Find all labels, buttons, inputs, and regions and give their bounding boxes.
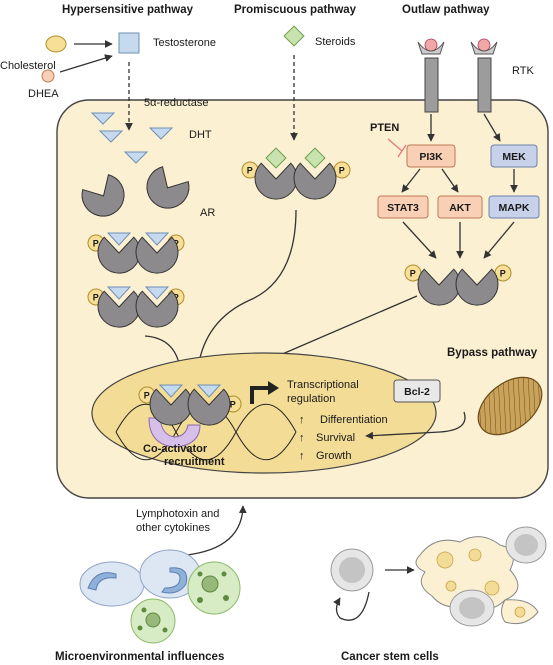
outcome-growth: Growth [316, 450, 351, 462]
transcription-label-1: Transcriptional [287, 379, 359, 391]
up-arrow-differentiation: ↑ [299, 414, 305, 426]
svg-text:PI3K: PI3K [419, 151, 443, 163]
header-hypersensitive: Hypersensitive pathway [62, 4, 194, 16]
rtk-label: RTK [512, 65, 534, 77]
immune-cell-1 [79, 561, 145, 607]
cholesterol-label: Cholesterol [0, 60, 56, 72]
cytokines-label-2: other cytokines [136, 522, 210, 534]
self-renewal-arrow [333, 591, 370, 621]
svg-text:P: P [339, 166, 345, 176]
svg-text:P: P [500, 269, 506, 279]
svg-text:STAT3: STAT3 [387, 202, 419, 214]
testosterone-molecule [118, 32, 140, 54]
immune-cell-3 [187, 561, 241, 615]
stat3-box: STAT3 [377, 195, 429, 219]
bcl2-box: Bcl-2 [393, 379, 441, 403]
dhea-label: DHEA [28, 88, 59, 100]
nucleus [91, 352, 437, 474]
svg-text:P: P [144, 391, 150, 401]
outcome-survival: Survival [316, 432, 355, 444]
mek-box: MEK [490, 144, 538, 168]
rtk-receptor-left [417, 38, 445, 113]
testosterone-label: Testosterone [153, 37, 216, 49]
arrow-bcl2-survival [365, 411, 466, 440]
mitochondrion [477, 376, 543, 436]
steroid-molecule [283, 25, 305, 47]
pi3k-box: PI3K [406, 144, 456, 168]
cytokines-label-1: Lymphotoxin and [136, 508, 219, 520]
svg-text:AKT: AKT [449, 202, 471, 214]
transcription-start-arrow [250, 386, 270, 404]
svg-text:P: P [93, 293, 99, 303]
svg-text:MEK: MEK [502, 151, 526, 163]
akt-box: AKT [437, 195, 483, 219]
svg-text:MAPK: MAPK [499, 202, 530, 214]
arrow-stat3-ar [402, 221, 437, 259]
dht-label: DHT [189, 129, 212, 141]
ar-dimer-steroid: P P [241, 147, 351, 200]
arrow-dhea-testosterone [59, 54, 113, 73]
dht-molecules [90, 112, 174, 164]
pten-label: PTEN [370, 122, 399, 134]
ar-label: AR [200, 207, 215, 219]
dhea-molecule [41, 69, 55, 83]
header-promiscuous: Promiscuous pathway [234, 4, 357, 16]
immune-cell-4 [130, 598, 176, 644]
cholesterol-molecule [45, 35, 67, 53]
coactivator-label-1: Co-activator [143, 443, 208, 455]
transcription-label-2: regulation [287, 393, 335, 405]
header-stem-cells: Cancer stem cells [341, 651, 439, 663]
pten-inhibition [387, 138, 407, 158]
svg-text:P: P [410, 269, 416, 279]
ar-dimer-outlaw: P P [404, 264, 512, 306]
svg-text:Bcl-2: Bcl-2 [404, 386, 430, 398]
arrow-rtk-mek [483, 113, 501, 142]
coactivator-label-2: recruitment [164, 456, 225, 468]
svg-text:P: P [247, 166, 253, 176]
header-microenvironment: Microenvironmental influences [55, 651, 224, 663]
arrow-mapk-ar [483, 221, 515, 259]
steroids-label: Steroids [315, 36, 356, 48]
header-outlaw: Outlaw pathway [402, 4, 490, 16]
ar-dimer-nuclear: P P [138, 384, 242, 426]
reductase-label: 5α-reductase [144, 97, 208, 109]
up-arrow-survival: ↑ [299, 432, 305, 444]
outcome-differentiation: Differentiation [320, 414, 388, 426]
up-arrow-growth: ↑ [299, 450, 305, 462]
stem-cell [330, 548, 374, 592]
svg-text:P: P [93, 239, 99, 249]
rtk-receptor-right [470, 38, 498, 113]
ar-dimer-dht-2: P P [87, 286, 185, 328]
ar-dimer-dht-1: P P [87, 232, 185, 274]
arrow-cytokines-cell [175, 505, 247, 557]
coactivator-protein [148, 417, 201, 448]
arrow-pi3k-stat3 [401, 168, 421, 193]
arrow-pi3k-akt [441, 168, 459, 193]
differentiated-cells [415, 526, 547, 627]
header-bypass: Bypass pathway [447, 347, 538, 359]
svg-text:P: P [230, 400, 236, 410]
arrow-steroid-dimer-nucleus [195, 209, 297, 369]
mapk-box: MAPK [488, 195, 540, 219]
